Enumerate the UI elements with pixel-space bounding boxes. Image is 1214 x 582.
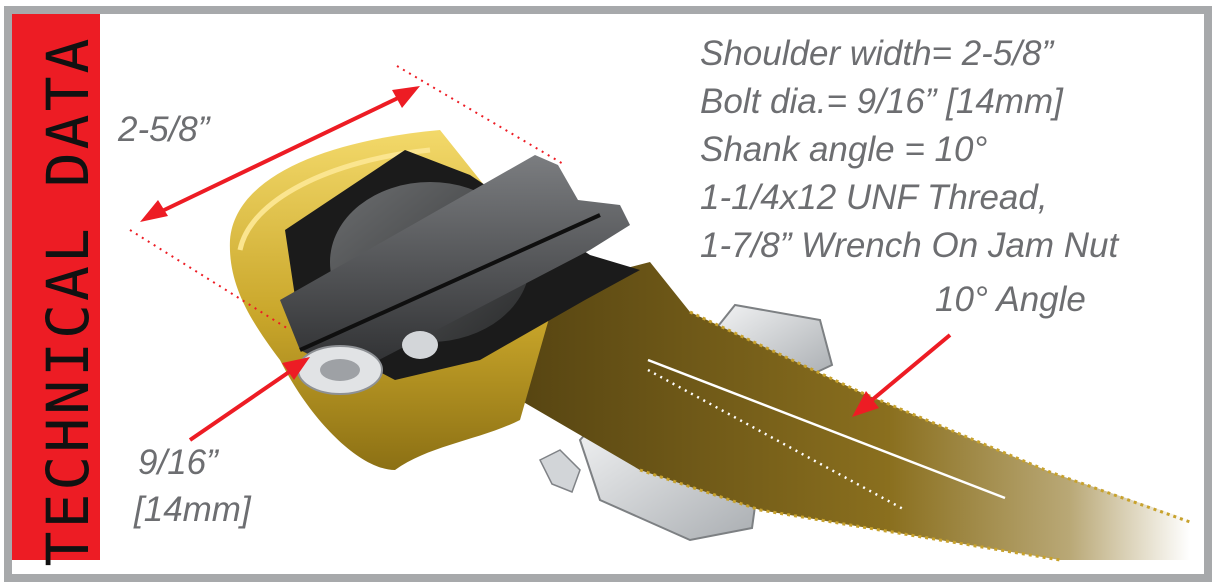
spec-list: Shoulder width= 2-5/8” Bolt dia.= 9/16” … bbox=[700, 30, 1118, 270]
spec-wrench: 1-7/8” Wrench On Jam Nut bbox=[700, 226, 1119, 265]
bolt-dia-arrow bbox=[188, 357, 310, 442]
width-dimension-arrow bbox=[140, 86, 420, 222]
centerline bbox=[647, 358, 1006, 500]
width-guide-top bbox=[396, 65, 566, 166]
grease-fitting bbox=[538, 449, 581, 493]
spec-shank-angle: Shank angle = 10° bbox=[700, 130, 988, 169]
bolt-label-line1: 9/16” bbox=[138, 443, 218, 482]
angle-label: 10° Angle bbox=[935, 280, 1086, 319]
angle-arrow bbox=[852, 333, 952, 417]
spec-thread: 1-1/4x12 UNF Thread, bbox=[700, 178, 1048, 217]
technical-data-banner: TECHNICAL DATA bbox=[12, 14, 102, 566]
bolt-label-line2: [14mm] bbox=[134, 490, 251, 529]
spec-bolt-dia: Bolt dia.= 9/16” [14mm] bbox=[700, 82, 1063, 121]
spec-shoulder-width: Shoulder width= 2-5/8” bbox=[700, 34, 1054, 73]
width-label: 2-5/8” bbox=[118, 110, 210, 149]
threaded-shank bbox=[520, 262, 1191, 562]
bore-bushing bbox=[280, 155, 630, 395]
